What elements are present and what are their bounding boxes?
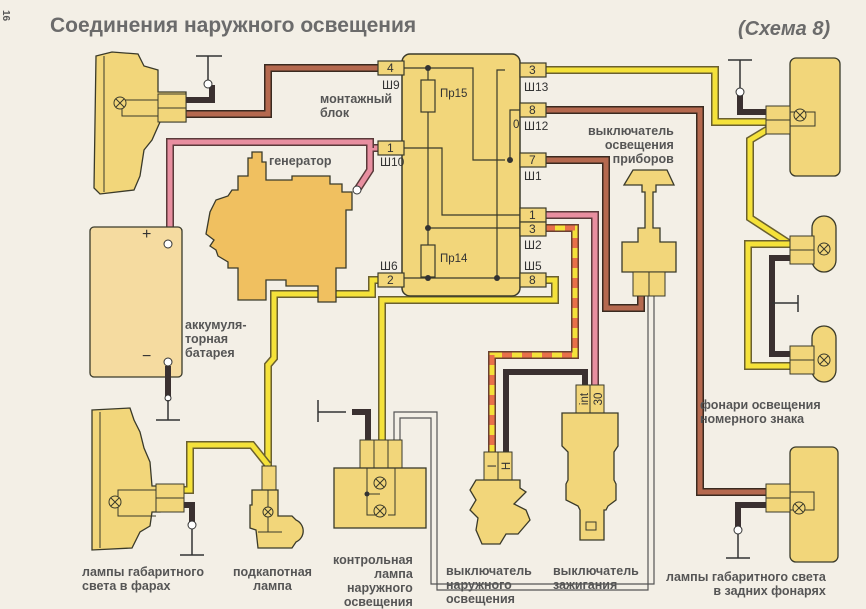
pin-sh2: 3	[529, 222, 536, 236]
wire-striped-sh2-switch	[488, 224, 579, 460]
ignition-switch-label: выключатель зажигания	[553, 564, 639, 592]
socket-sh1: Ш1	[524, 169, 542, 183]
pin-1-right: 1	[529, 208, 536, 222]
mounting-block: Пр15 Пр14 0	[401, 53, 521, 297]
socket-sh5: Ш5	[524, 259, 542, 273]
socket-sh10: Ш10	[380, 155, 405, 169]
battery-label: аккумуля- торная батарея	[185, 318, 247, 360]
wire-yellow-sh5	[378, 276, 559, 440]
fuse-pr15	[420, 79, 436, 113]
fuse-pr14	[420, 244, 436, 278]
lamp-icon	[262, 506, 274, 518]
indicator-lamp	[333, 439, 427, 529]
pin-sh1: 7	[529, 153, 536, 167]
wire-brown-sh12-rear	[545, 106, 770, 496]
lamp-icon	[817, 242, 831, 256]
exterior-light-switch: I H	[469, 451, 531, 545]
lamp-icon	[113, 96, 127, 110]
headlight-left-bottom	[91, 407, 204, 556]
mounting-block-label: монтажный блок	[320, 92, 393, 120]
pin-sh12: 8	[529, 103, 536, 117]
battery	[89, 226, 183, 421]
socket-sh6: Ш6	[380, 259, 398, 273]
plate-lights-label: фонари освещения номерного знака	[700, 398, 821, 426]
instrument-switch-label: выключатель освещения приборов	[588, 124, 674, 166]
rear-lamp-right-bottom	[726, 446, 839, 563]
wire-brown-sh1-switch	[545, 156, 645, 312]
block-connectors	[377, 60, 547, 288]
ignition-terminal-30: 30	[593, 393, 605, 406]
battery-minus-sign: −	[142, 348, 152, 365]
exterior-switch-label: выключатель наружного освещения	[446, 564, 532, 606]
lamp-icon	[373, 476, 387, 490]
pin-sh9: 4	[387, 61, 394, 75]
wire-pink-ignition	[545, 211, 599, 395]
hood-lamp	[249, 465, 304, 549]
hood-lamp-label: подкапотная лампа	[233, 565, 312, 593]
generator	[205, 151, 362, 303]
lamp-icon	[793, 108, 807, 122]
wire-yellow-sh13-rear	[545, 66, 793, 370]
wire-brown-sh9-headlight	[186, 64, 380, 118]
ignition-switch: int 30	[561, 384, 619, 541]
fuse-label-pr15: Пр15	[440, 88, 467, 100]
socket-sh13: Ш13	[524, 80, 549, 94]
indicator-lamp-label: контрольная лампа наружного освещения	[333, 553, 413, 609]
lamp-icon	[373, 504, 387, 518]
wire-yellow-sh6	[160, 276, 380, 494]
rear-lamp-right-top	[728, 57, 841, 177]
generator-label: генератор	[269, 154, 332, 168]
ignition-terminal-int: int	[579, 392, 591, 405]
internal-label: 0	[513, 119, 519, 131]
plate-light-2	[789, 325, 837, 383]
wire-black-plate-ground	[769, 255, 799, 357]
pin-sh5: 8	[529, 273, 536, 287]
pin-sh10: 1	[387, 141, 394, 155]
switch-terminal-i: I	[487, 464, 499, 467]
socket-sh12: Ш12	[524, 119, 549, 133]
wire-black-int-switch	[503, 369, 588, 460]
connector-pin-labels: 4 Ш9 1 Ш10 2 Ш6 3 Ш13 8 Ш12 7 Ш1 1 3 Ш2 …	[380, 61, 549, 287]
wire-black-indicator-ground	[317, 400, 371, 440]
diagram-title: Соединения наружного освещения	[50, 14, 417, 37]
lamp-icon	[792, 501, 806, 515]
switch-terminal-h: H	[501, 462, 513, 470]
fuse-label-pr14: Пр14	[440, 253, 468, 265]
wire-grey-thin	[393, 295, 655, 591]
lamp-icon	[108, 495, 122, 509]
pin-sh6: 2	[387, 273, 394, 287]
lamp-icon	[817, 353, 831, 367]
wire-pink-sh10-battery	[166, 138, 380, 240]
headlight-left-top	[93, 51, 222, 195]
instrument-light-switch	[621, 169, 677, 297]
headlight-side-lamps-label: лампы габаритного света в фарах	[82, 565, 204, 593]
socket-sh9: Ш9	[382, 78, 400, 92]
battery-plus-sign: +	[142, 226, 152, 243]
plate-light-1	[789, 215, 837, 273]
pin-sh13: 3	[529, 63, 536, 77]
rear-side-lamps-label: лампы габаритного света в задних фонарях	[666, 570, 826, 598]
scheme-label: (Схема 8)	[738, 18, 831, 40]
socket-sh2: Ш2	[524, 238, 542, 252]
